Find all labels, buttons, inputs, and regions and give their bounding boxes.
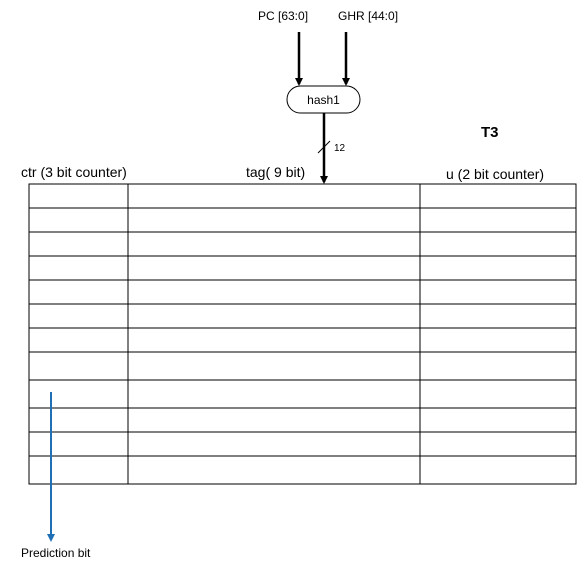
column-header-u: u (2 bit counter) [446,166,545,182]
hash1-label: hash1 [307,93,340,107]
column-header-tag: tag( 9 bit) [246,164,306,180]
table-border [28,183,577,485]
ghr-input-label: GHR [44:0] [338,9,399,23]
bus-width-slash [317,140,331,154]
pc-input-label: PC [63:0] [258,9,309,23]
bus-width-label: 12 [334,143,346,154]
table-title: T3 [481,124,499,141]
column-header-ctr: ctr (3 bit counter) [21,164,127,180]
prediction-bit-label: Prediction bit [21,546,91,560]
